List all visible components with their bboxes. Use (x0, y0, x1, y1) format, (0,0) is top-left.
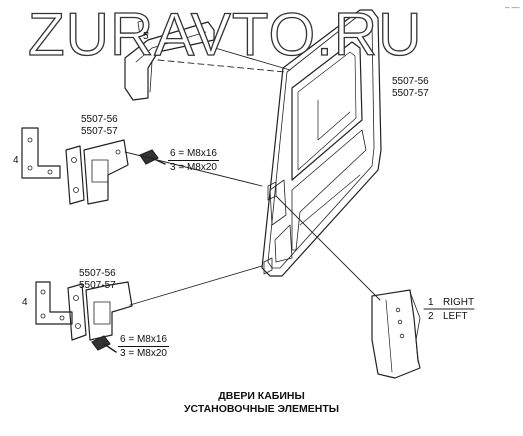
trim-right-number: 1 (428, 297, 434, 308)
door-panel (261, 9, 382, 277)
lower-bolt-spec: 6 = M8x16 3 = M8x20 (118, 334, 169, 359)
upper-hinge (65, 139, 129, 205)
leader-lines (124, 47, 381, 306)
upper-hinge-part-b: 5507-57 (81, 126, 118, 137)
upper-plate (21, 127, 61, 179)
lower-hinge-part-b: 5507-57 (79, 280, 116, 291)
caption-line-2: УСТАНОВОЧНЫЕ ЭЛЕМЕНТЫ (183, 403, 340, 415)
trim-left-label: LEFT (443, 311, 468, 322)
lower-bolt (91, 335, 117, 353)
lower-hinge-part-a: 5507-56 (79, 268, 116, 279)
corner-mark: – — (505, 3, 520, 12)
trim-piece (371, 289, 421, 379)
trim-left-number: 2 (428, 311, 434, 322)
caption-line-1: ДВЕРИ КАБИНЫ (218, 390, 305, 402)
lower-plate-number: 4 (22, 297, 28, 308)
top-bracket (124, 19, 215, 101)
watermark: ZURAVTO.RU (27, 0, 423, 68)
upper-plate-number: 4 (13, 155, 19, 166)
top-bracket-number: 5 (143, 31, 149, 42)
upper-bolt-spec-bottom: 3 = M8x20 (170, 162, 217, 173)
lower-plate (35, 281, 73, 325)
lower-bolt-spec-top: 6 = M8x16 (118, 334, 169, 347)
door-part-b: 5507-57 (392, 88, 429, 99)
lower-bolt-spec-bottom: 3 = M8x20 (120, 348, 167, 359)
trim-right-label: RIGHT (443, 297, 475, 308)
upper-bolt-spec-top: 6 = M8x16 (168, 148, 219, 161)
upper-bolt-spec: 6 = M8x16 3 = M8x20 (168, 148, 219, 173)
door-part-a: 5507-56 (392, 76, 429, 87)
lower-hinge (67, 281, 133, 341)
upper-hinge-part-a: 5507-56 (81, 114, 118, 125)
upper-bolt (139, 149, 166, 165)
